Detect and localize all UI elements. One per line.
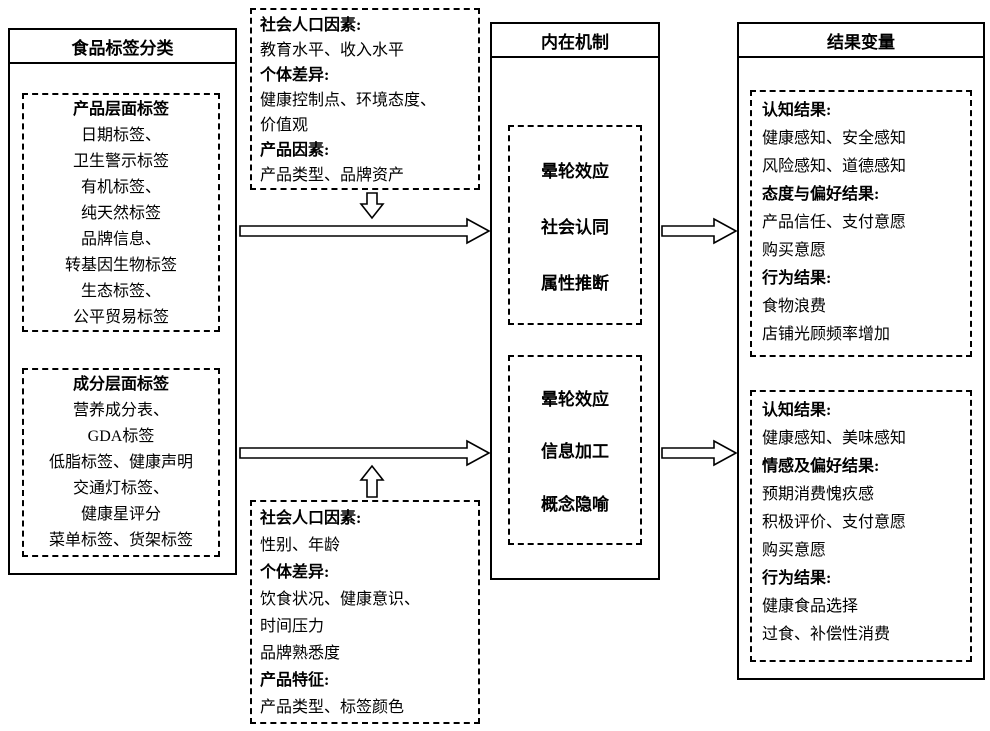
moderator-arrow-up-icon (359, 464, 385, 498)
product-label-line: 转基因生物标签 (64, 257, 177, 274)
outcome-line: 风险感知、道德感知 (762, 158, 907, 175)
mechanism-item: 信息加工 (541, 442, 609, 462)
outcome-line: 行为结果: (762, 570, 832, 587)
product-label-line: 品牌信息、 (80, 231, 161, 248)
moderator-line: 个体差异: (260, 67, 330, 84)
moderator-line: 个体差异: (260, 564, 330, 581)
outcome-bottom-box: 认知结果: 健康感知、美味感知 情感及偏好结果: 预期消费愧疚感 积极评价、支付… (750, 390, 972, 662)
mechanism-item: 晕轮效应 (541, 389, 609, 409)
arrow-left-to-mechanism-bottom (239, 439, 491, 467)
moderator-line: 健康控制点、环境态度、 (260, 92, 437, 109)
moderator-line: 产品特征: (260, 672, 330, 689)
outcome-line: 过食、补偿性消费 (762, 626, 891, 643)
mechanism-item: 概念隐喻 (541, 495, 609, 515)
moderator-line: 产品类型、标签颜色 (260, 699, 405, 716)
moderator-line: 社会人口因素: (260, 510, 362, 527)
ingredient-label-line: 健康星评分 (80, 506, 161, 523)
mechanism-item: 晕轮效应 (541, 161, 609, 181)
product-label-line: 纯天然标签 (80, 205, 161, 222)
ingredient-label-line: 菜单标签、货架标签 (48, 532, 193, 549)
outcome-line: 健康食品选择 (762, 598, 859, 615)
moderator-line: 产品类型、品牌资产 (260, 167, 405, 184)
outcome-panel-title: 结果变量 (739, 24, 983, 58)
outcome-line: 情感及偏好结果: (762, 458, 880, 475)
outcome-line: 预期消费愧疚感 (762, 486, 875, 503)
food-label-classification-panel: 食品标签分类 产品层面标签 日期标签、 卫生警示标签 有机标签、 纯天然标签 品… (8, 28, 237, 575)
product-level-label-heading: 产品层面标签 (72, 101, 169, 118)
moderator-line: 产品因素: (260, 142, 330, 159)
ingredient-label-line: GDA标签 (87, 428, 155, 445)
product-label-line: 公平贸易标签 (72, 309, 169, 326)
outcome-panel: 结果变量 认知结果: 健康感知、安全感知 风险感知、道德感知 态度与偏好结果: … (737, 22, 985, 680)
outcome-line: 健康感知、美味感知 (762, 430, 907, 447)
mechanism-top-box: 晕轮效应 社会认同 属性推断 (508, 125, 642, 325)
product-label-line: 卫生警示标签 (72, 153, 169, 170)
moderator-line: 价值观 (260, 117, 309, 134)
ingredient-level-label-box: 成分层面标签 营养成分表、 GDA标签 低脂标签、健康声明 交通灯标签、 健康星… (22, 368, 220, 557)
ingredient-label-line: 低脂标签、健康声明 (48, 454, 193, 471)
outcome-line: 店铺光顾频率增加 (762, 326, 891, 343)
arrow-mechanism-to-outcome-top (661, 217, 738, 245)
outcome-line: 食物浪费 (762, 298, 827, 315)
product-label-line: 日期标签、 (80, 127, 161, 144)
outcome-top-box: 认知结果: 健康感知、安全感知 风险感知、道德感知 态度与偏好结果: 产品信任、… (750, 90, 972, 357)
outcome-line: 行为结果: (762, 270, 832, 287)
moderator-line: 性别、年龄 (260, 537, 341, 554)
product-label-line: 有机标签、 (80, 179, 161, 196)
outcome-line: 积极评价、支付意愿 (762, 514, 907, 531)
mechanism-panel-title: 内在机制 (492, 24, 658, 58)
mechanism-panel: 内在机制 晕轮效应 社会认同 属性推断 晕轮效应 信息加工 概念隐喻 (490, 22, 660, 580)
outcome-line: 购买意愿 (762, 242, 827, 259)
ingredient-label-line: 交通灯标签、 (72, 480, 169, 497)
arrow-left-to-mechanism-top (239, 217, 491, 245)
outcome-line: 认知结果: (762, 402, 832, 419)
ingredient-level-label-heading: 成分层面标签 (72, 376, 169, 393)
moderator-line: 时间压力 (260, 618, 325, 635)
outcome-line: 健康感知、安全感知 (762, 130, 907, 147)
moderator-arrow-down-icon (359, 192, 385, 220)
moderator-line: 教育水平、收入水平 (260, 42, 405, 59)
top-moderators-box: 社会人口因素: 教育水平、收入水平 个体差异: 健康控制点、环境态度、 价值观 … (250, 8, 480, 190)
moderator-line: 饮食状况、健康意识、 (260, 591, 421, 608)
outcome-line: 购买意愿 (762, 542, 827, 559)
bottom-moderators-box: 社会人口因素: 性别、年龄 个体差异: 饮食状况、健康意识、 时间压力 品牌熟悉… (250, 500, 480, 724)
outcome-line: 产品信任、支付意愿 (762, 214, 907, 231)
moderator-line: 品牌熟悉度 (260, 645, 341, 662)
arrow-mechanism-to-outcome-bottom (661, 439, 738, 467)
product-level-label-box: 产品层面标签 日期标签、 卫生警示标签 有机标签、 纯天然标签 品牌信息、 转基… (22, 93, 220, 332)
product-label-line: 生态标签、 (80, 283, 161, 300)
moderator-line: 社会人口因素: (260, 17, 362, 34)
mechanism-item: 属性推断 (541, 273, 609, 293)
outcome-line: 态度与偏好结果: (762, 186, 880, 203)
food-label-classification-title: 食品标签分类 (10, 30, 235, 64)
outcome-line: 认知结果: (762, 102, 832, 119)
ingredient-label-line: 营养成分表、 (72, 402, 169, 419)
mechanism-bottom-box: 晕轮效应 信息加工 概念隐喻 (508, 355, 642, 545)
mechanism-item: 社会认同 (541, 217, 609, 237)
